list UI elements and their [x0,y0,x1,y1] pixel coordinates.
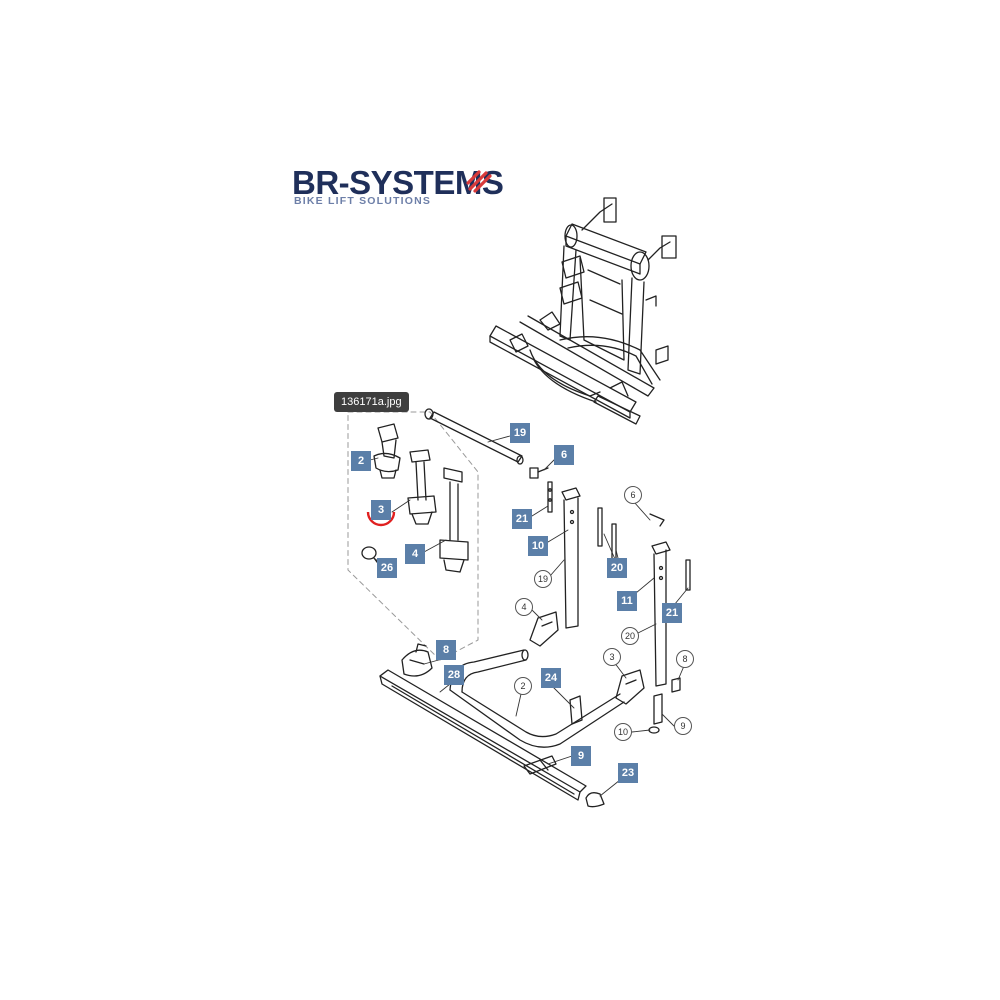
callout-circle-4[interactable]: 4 [515,598,533,616]
callout-23[interactable]: 23 [618,763,638,783]
part-19-drawing [424,408,524,465]
bracket-3-drawing [615,669,645,705]
callout-circle-9[interactable]: 9 [674,717,692,735]
assembled-rack-drawing [489,197,677,425]
part-2-frame-drawing [449,649,625,748]
callout-6[interactable]: 6 [554,445,574,465]
part-3-drawing [407,449,437,525]
bracket-4-drawing [529,611,559,647]
callout-10[interactable]: 10 [528,536,548,556]
callout-circle-19[interactable]: 19 [534,570,552,588]
brand-logo-tagline: BIKE LIFT SOLUTIONS [294,195,432,207]
callout-19[interactable]: 19 [510,423,530,443]
callout-4[interactable]: 4 [405,544,425,564]
callout-3[interactable]: 3 [371,500,391,520]
part-2-drawing [373,423,401,479]
part-10-drawing [561,487,581,629]
callout-20[interactable]: 20 [607,558,627,578]
callout-circle-20[interactable]: 20 [621,627,639,645]
callout-24[interactable]: 24 [541,668,561,688]
callout-2[interactable]: 2 [351,451,371,471]
image-filename-tab: 136171a.jpg [334,392,409,412]
callout-21-right[interactable]: 21 [662,603,682,623]
part-4-drawing [439,467,469,573]
callout-circle-2[interactable]: 2 [514,677,532,695]
part-28-drawing [379,669,587,801]
callout-11[interactable]: 11 [617,591,637,611]
part-8-drawing [401,643,433,677]
callout-circle-10[interactable]: 10 [614,723,632,741]
callout-9[interactable]: 9 [571,746,591,766]
callout-8[interactable]: 8 [436,640,456,660]
callout-26[interactable]: 26 [377,558,397,578]
brand-logo-mark-icon [466,170,492,193]
callout-circle-6[interactable]: 6 [624,486,642,504]
callout-circle-8[interactable]: 8 [676,650,694,668]
callout-21-left[interactable]: 21 [512,509,532,529]
part-6-drawing [529,467,549,479]
callout-28[interactable]: 28 [444,665,464,685]
selected-callout-highlight [366,511,396,527]
callout-circle-3[interactable]: 3 [603,648,621,666]
